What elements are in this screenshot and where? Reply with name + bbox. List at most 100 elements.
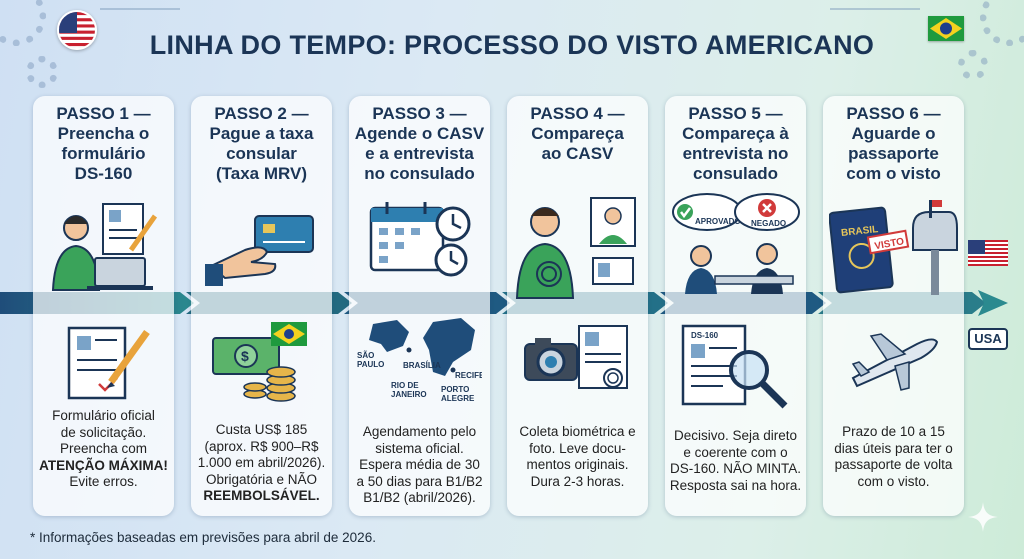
step-description-line: e coerente com o: [683, 444, 788, 460]
form-label: DS-160: [691, 331, 719, 340]
step-description-line: sistema oficial.: [375, 440, 464, 456]
step-description-line: (aprox. R$ 900–R$: [204, 438, 319, 454]
circuit-line-left: [100, 8, 180, 10]
step-illustration-bottom: SÃO PAULO BRASÍLIA RIO DE JANEIRO RECIFE…: [357, 316, 485, 411]
step-heading-line: consulado: [692, 164, 778, 183]
step-heading-line: Pague a taxa: [209, 124, 314, 143]
city-label-porto: PORTO: [441, 385, 469, 394]
approved-label: APROVADO: [695, 217, 741, 226]
step-description-line: mentos originais.: [526, 457, 629, 472]
step-description-line: Espera média de 30: [359, 457, 480, 472]
visa-stamp-label: VISTO: [874, 236, 905, 252]
step-heading-line: Compareça: [531, 124, 624, 143]
step-heading-line: ao CASV: [541, 144, 614, 163]
step-illustration-top: BRASIL VISTO: [828, 200, 959, 300]
passport-label: BRASIL: [841, 224, 879, 239]
step-description-line: Agendamento pelo: [362, 424, 477, 439]
step-illustration-bottom: $: [211, 318, 311, 408]
step-description-line: a 50 dias para B1/B2: [356, 473, 483, 489]
step-heading-line: entrevista no: [682, 144, 789, 163]
step-description-line: REEMBOLSÁVEL.: [203, 488, 320, 503]
step-heading-line: Agende o CASV: [354, 124, 485, 143]
step-heading-line: no consulado: [364, 164, 475, 183]
step-description-line: 1.000 em abril/2026).: [197, 455, 326, 470]
step-number: PASSO 5 —: [688, 104, 783, 123]
step-description-line: DS-160. NÃO MINTA.: [669, 461, 802, 476]
city-label-recife: RECIFE: [455, 371, 482, 380]
step-description-line: de solicitação.: [60, 424, 147, 440]
step-description-line: Obrigatória e NÃO: [205, 471, 318, 487]
sparkle-icon: [968, 502, 998, 532]
step-illustration-top: [513, 194, 643, 304]
dollar-sign-label: $: [241, 348, 249, 364]
step-heading-line: formulário: [61, 144, 146, 163]
step-description: Custa US$ 185(aprox. R$ 900–R$1.000 em a…: [195, 422, 328, 505]
circuit-line-right: [830, 8, 920, 10]
step-description-line: B1/B2 (abril/2026).: [363, 490, 476, 505]
step-heading-line: Preencha o: [57, 124, 150, 143]
city-label-paulo: PAULO: [357, 360, 384, 369]
step-description-line: Custa US$ 185: [215, 422, 308, 437]
step-number: PASSO 4 —: [530, 104, 625, 123]
step-description-line: ATENÇÃO MÁXIMA!: [39, 457, 168, 473]
step-heading-line: passaporte: [848, 144, 939, 163]
usa-flag-icon: [57, 10, 97, 50]
gear-decoration-right-small: [958, 50, 988, 80]
step-description-line: Decisivo. Seja direto: [673, 428, 798, 443]
step-heading-line: com o visto: [846, 164, 941, 183]
step-heading-line: DS-160: [74, 164, 133, 183]
step-description-line: Evite erros.: [69, 474, 138, 489]
usa-flag-small-icon: [968, 240, 1008, 266]
step-description-line: Coleta biométrica e: [519, 424, 636, 439]
step-heading-line: (Taxa MRV): [215, 164, 307, 183]
brazil-flag-icon: [928, 16, 964, 41]
step-number: PASSO 3 —: [372, 104, 467, 123]
city-label-sao: SÃO: [357, 351, 374, 360]
denied-label: NEGADO: [751, 219, 786, 228]
step-illustration-top: [43, 198, 173, 298]
step-description-line: passaporte de volta: [834, 457, 953, 472]
step-illustration-bottom: [521, 322, 636, 412]
city-label-janeiro: JANEIRO: [391, 390, 427, 399]
city-label-alegre: ALEGRE: [441, 394, 475, 403]
gear-decoration-left: [0, 0, 46, 46]
step-description-line: foto. Leve docu-: [529, 440, 626, 456]
step-illustration-top: [367, 198, 477, 283]
step-heading-line: Compareça à: [682, 124, 789, 143]
usa-label: USA: [968, 328, 1008, 350]
step-heading-line: e a entrevista: [365, 144, 474, 163]
step-illustration-bottom: DS-160: [679, 320, 794, 415]
step-description-line: Prazo de 10 a 15: [842, 424, 945, 439]
step-description-line: dias úteis para ter o: [834, 440, 953, 456]
step-illustration-bottom: [63, 322, 153, 407]
step-illustration-bottom: [847, 328, 942, 398]
step-description-line: com o visto.: [857, 473, 930, 489]
step-description-line: Preencha com: [59, 441, 148, 456]
step-heading-line: consular: [226, 144, 297, 163]
city-label-brasilia: BRASÍLIA: [403, 361, 441, 370]
gear-decoration-right: [980, 0, 1024, 46]
step-number: PASSO 6 —: [846, 104, 941, 123]
gear-decoration-left-small: [26, 56, 58, 88]
step-number: PASSO 1 —: [56, 104, 151, 123]
step-description-line: Dura 2-3 horas.: [530, 473, 625, 489]
page-title: LINHA DO TEMPO: PROCESSO DO VISTO AMERIC…: [149, 30, 875, 60]
step-description-line: Formulário oficial: [52, 408, 155, 423]
